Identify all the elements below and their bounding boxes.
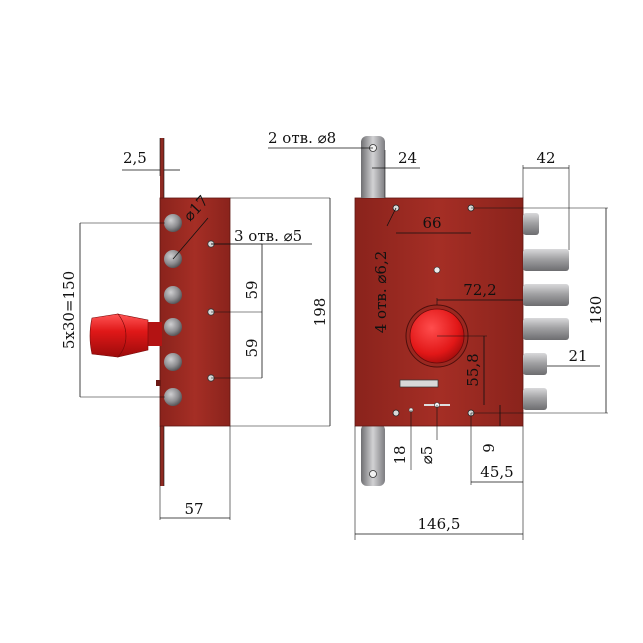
label-hole-spacing: 66 <box>422 214 441 232</box>
label-front-holes: 3 отв. ⌀5 <box>234 227 302 245</box>
vertical-rod-front <box>361 190 385 198</box>
vertical-rod-bottom <box>361 424 385 486</box>
side-bolts <box>523 213 569 410</box>
label-bolt-spacing: 5x30=150 <box>60 271 78 349</box>
mount-hole <box>392 409 400 417</box>
label-bottom-offset: 9 <box>480 443 498 453</box>
label-bolt-pitch-1: 59 <box>243 280 261 299</box>
handle-slot <box>399 379 439 388</box>
bolt-head <box>164 388 182 406</box>
mount-holes <box>392 204 475 417</box>
label-top-offset: 24 <box>398 149 417 167</box>
side-bolt <box>523 388 547 410</box>
bolt-head <box>164 353 182 371</box>
label-cylinder-to-spindle: 55,8 <box>464 353 482 386</box>
label-cylinder-offset: 72,2 <box>463 281 496 299</box>
dimension-labels: 2,5 ⌀17 3 отв. ⌀5 59 59 5x30=150 198 57 … <box>60 129 605 533</box>
small-stud <box>156 380 161 386</box>
front-bolts <box>164 214 182 406</box>
label-latch-projection: 21 <box>568 347 587 365</box>
side-bolt <box>523 284 569 306</box>
side-bolt <box>523 318 569 340</box>
dimension-lines <box>79 138 608 540</box>
bolt-head <box>164 214 182 232</box>
label-body-width: 146,5 <box>418 515 461 533</box>
latch-bolt <box>523 353 547 375</box>
front-view <box>89 138 231 486</box>
bolt-head <box>164 318 182 336</box>
side-bolt <box>523 249 569 271</box>
label-bolt-projection: 42 <box>536 149 555 167</box>
label-side-height: 180 <box>587 296 605 325</box>
thumb-turn-knob <box>89 313 162 358</box>
rod-bottom-hole <box>369 470 377 478</box>
label-bolt-pitch-2: 59 <box>243 338 261 357</box>
bolt-head <box>164 286 182 304</box>
spindle-small-hole <box>433 266 441 274</box>
label-front-height: 198 <box>311 298 329 327</box>
label-backset: 45,5 <box>480 463 513 481</box>
label-spindle-hole: ⌀5 <box>418 446 436 465</box>
label-mount-holes: 4 отв. ⌀6,2 <box>372 251 390 334</box>
label-spindle-offset: 18 <box>391 445 409 464</box>
label-front-depth: 57 <box>184 500 203 518</box>
side-bolt <box>523 213 539 235</box>
label-top-rod-holes: 2 отв. ⌀8 <box>268 129 336 147</box>
label-faceplate-thickness: 2,5 <box>123 149 147 167</box>
